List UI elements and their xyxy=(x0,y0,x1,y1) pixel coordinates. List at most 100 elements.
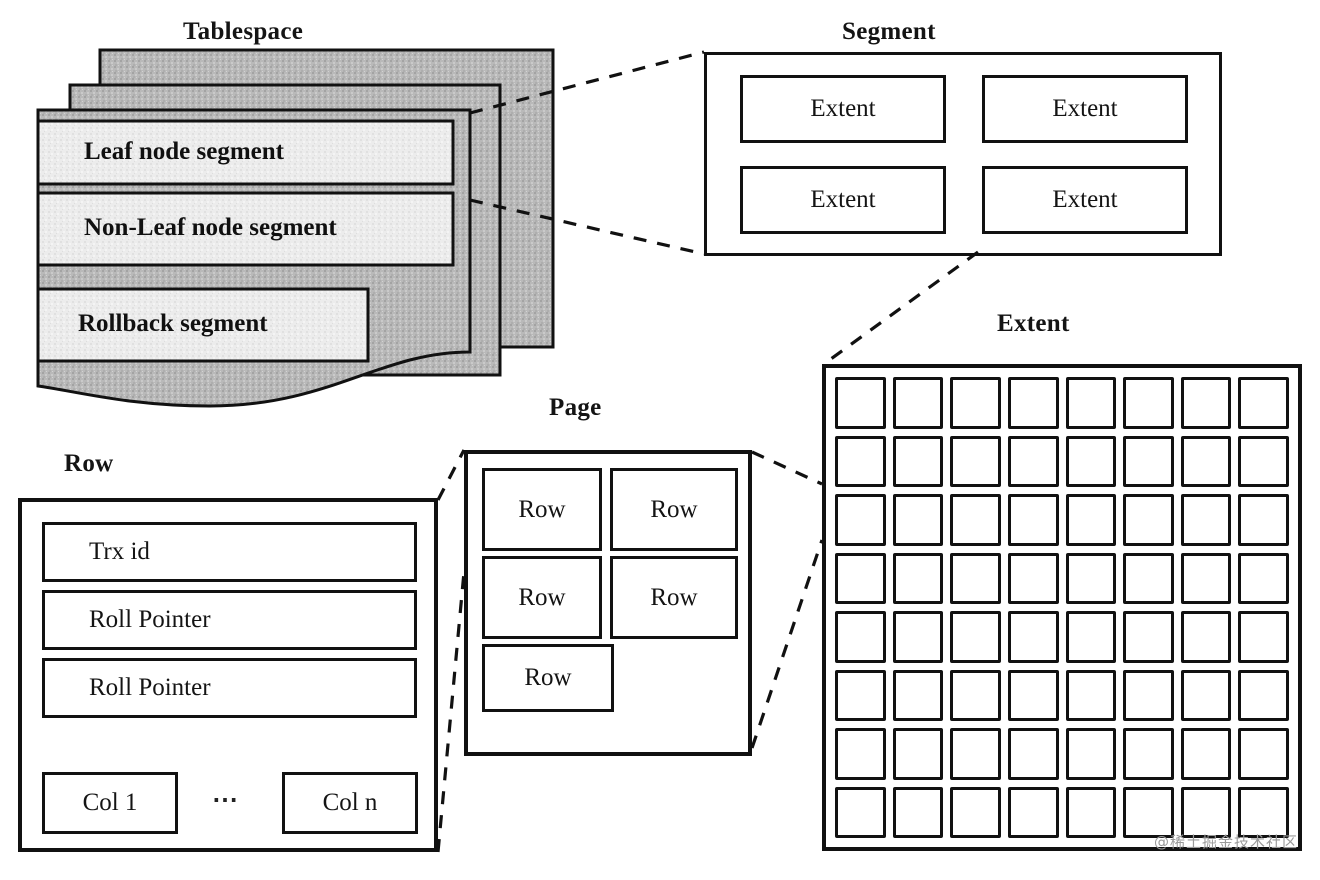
extent-page-cell xyxy=(1238,494,1289,546)
extent-page-cell xyxy=(835,669,886,721)
connector-row-page-top xyxy=(436,449,466,501)
row-field-roll-pointer-1: Roll Pointer xyxy=(42,590,417,650)
extent-label: Extent xyxy=(1052,95,1118,122)
extent-page-cell xyxy=(1238,786,1289,838)
tablespace-title: Tablespace xyxy=(183,18,304,45)
segment-box: Extent Extent Extent Extent xyxy=(704,52,1222,256)
page-title: Page xyxy=(549,394,602,421)
extent-page-cell xyxy=(1180,494,1232,546)
segment-extent-cell: Extent xyxy=(982,75,1188,143)
connector-segment-extent xyxy=(823,250,979,366)
row-column-cell-last: Col n xyxy=(282,772,418,834)
segment-band-label-rollback: Rollback segment xyxy=(78,310,268,337)
row-field-label: Trx id xyxy=(89,538,150,565)
extent-page-cell xyxy=(835,377,886,429)
extent-page-cell xyxy=(1007,435,1059,487)
extent-page-cell xyxy=(892,435,944,487)
extent-page-cell xyxy=(1007,611,1059,663)
extent-box xyxy=(822,364,1302,851)
extent-page-cell xyxy=(1065,669,1117,721)
extent-page-cell xyxy=(1180,728,1232,780)
extent-page-cell xyxy=(1065,435,1117,487)
extent-page-cell xyxy=(950,669,1001,721)
row-column-cell-first: Col 1 xyxy=(42,772,178,834)
extent-page-cell xyxy=(835,611,886,663)
extent-page-cell xyxy=(950,552,1001,604)
extent-page-cell xyxy=(1180,611,1232,663)
segment-title: Segment xyxy=(842,18,936,45)
row-label: Row xyxy=(518,495,566,523)
extent-page-cell xyxy=(1180,552,1232,604)
extent-page-cell xyxy=(1180,786,1232,838)
extent-page-cell xyxy=(1180,435,1232,487)
extent-page-cell xyxy=(1123,611,1174,663)
extent-page-cell xyxy=(835,435,886,487)
row-field-label: Roll Pointer xyxy=(89,674,211,701)
row-field-label: Roll Pointer xyxy=(89,606,211,633)
extent-page-cell xyxy=(835,494,886,546)
extent-page-cell xyxy=(892,494,944,546)
segment-band-label-non-leaf: Non-Leaf node segment xyxy=(84,214,337,241)
connector-page-extent-bottom xyxy=(750,539,824,749)
page-row-cell: Row xyxy=(482,644,614,712)
extent-page-cell xyxy=(1007,669,1059,721)
extent-page-cell xyxy=(1007,552,1059,604)
extent-page-cell xyxy=(1065,611,1117,663)
row-label: Row xyxy=(650,495,698,523)
segment-extent-cell: Extent xyxy=(982,166,1188,234)
extent-label: Extent xyxy=(810,95,876,122)
connector-row-page-bottom xyxy=(436,571,466,853)
extent-page-cell xyxy=(1007,494,1059,546)
extent-page-cell xyxy=(1180,669,1232,721)
extent-page-cell xyxy=(1123,786,1174,838)
page-row-cell: Row xyxy=(482,556,602,639)
segment-extent-cell: Extent xyxy=(740,75,946,143)
extent-page-cell xyxy=(1007,377,1059,429)
row-title: Row xyxy=(64,450,114,477)
extent-page-cell xyxy=(892,552,944,604)
watermark: @稀土掘金技术社区 xyxy=(1153,833,1298,851)
extent-page-cell xyxy=(892,728,944,780)
column-ellipsis: ⋯ xyxy=(212,785,241,814)
segment-band-label-leaf: Leaf node segment xyxy=(84,138,284,165)
extent-page-cell xyxy=(1123,728,1174,780)
extent-page-cell xyxy=(950,377,1001,429)
page-box: Row Row Row Row Row xyxy=(464,450,752,756)
extent-page-cell xyxy=(950,435,1001,487)
extent-page-cell xyxy=(1238,669,1289,721)
extent-page-cell xyxy=(1238,552,1289,604)
page-row-cell: Row xyxy=(610,468,738,551)
extent-page-cell xyxy=(950,786,1001,838)
column-label: Col 1 xyxy=(82,789,138,816)
extent-page-cell xyxy=(950,494,1001,546)
extent-title: Extent xyxy=(997,310,1070,337)
row-label: Row xyxy=(524,664,572,691)
tablespace-stack-shape xyxy=(36,48,555,408)
extent-page-cell xyxy=(1123,552,1174,604)
extent-page-cell xyxy=(950,728,1001,780)
extent-page-cell xyxy=(835,786,886,838)
extent-page-cell xyxy=(1065,786,1117,838)
extent-page-cell xyxy=(1180,377,1232,429)
row-label: Row xyxy=(518,583,566,611)
row-field-trx-id: Trx id xyxy=(42,522,417,582)
extent-page-cell xyxy=(1123,669,1174,721)
extent-page-cell xyxy=(1123,435,1174,487)
page-row-cell: Row xyxy=(610,556,738,639)
segment-extent-cell: Extent xyxy=(740,166,946,234)
extent-page-cell xyxy=(1238,611,1289,663)
extent-page-cell xyxy=(1123,494,1174,546)
extent-page-cell xyxy=(950,611,1001,663)
connector-page-extent-top xyxy=(751,450,823,486)
column-label: Col n xyxy=(322,789,378,816)
extent-label: Extent xyxy=(1052,186,1118,213)
extent-label: Extent xyxy=(810,186,876,213)
row-field-roll-pointer-2: Roll Pointer xyxy=(42,658,417,718)
extent-page-cell xyxy=(1123,377,1174,429)
extent-page-cell xyxy=(892,669,944,721)
extent-page-cell xyxy=(892,377,944,429)
extent-page-grid xyxy=(835,377,1289,838)
extent-page-cell xyxy=(835,552,886,604)
extent-page-cell xyxy=(1065,494,1117,546)
